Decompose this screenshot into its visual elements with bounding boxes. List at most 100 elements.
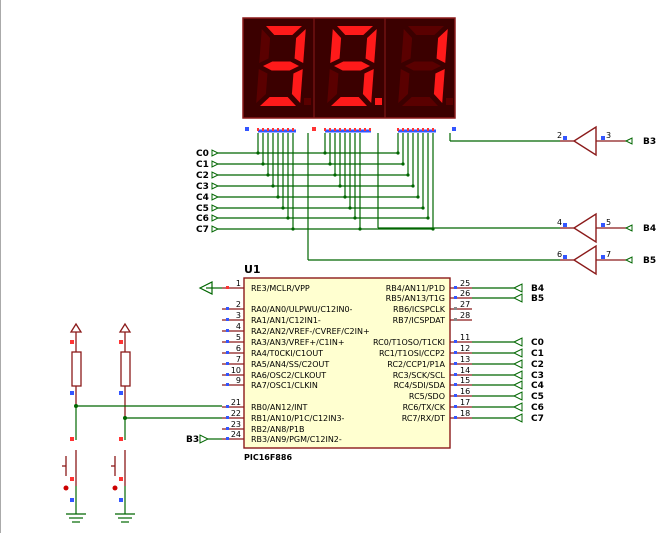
pin-number: 1 — [236, 279, 241, 288]
mcu-pic16f886[interactable]: U1 PIC16F886 1RE3/MCLR/VPP2RA0/AN0/ULPWU… — [186, 263, 544, 462]
pin-number: 18 — [460, 409, 470, 418]
pin-number: 14 — [460, 366, 470, 375]
segment-g — [263, 61, 299, 71]
net-label-b3-mcu: B3 — [186, 435, 199, 445]
buffer-gates: 2 3B3 4 5B4 6 7B5 — [557, 125, 656, 276]
segment-d — [260, 97, 296, 106]
pin-number: 27 — [460, 300, 470, 309]
pin-name: RE3/MCLR/VPP — [251, 284, 310, 293]
pin-name: RB7/ICSPDAT — [393, 316, 446, 325]
net-label-c1-mcu: C1 — [531, 349, 544, 359]
mcu-part: PIC16F886 — [244, 453, 292, 462]
segment-g — [405, 61, 441, 71]
pin-name: RC4/SDI/SDA — [394, 381, 446, 390]
pin-name: RA1/AN1/C12IN1- — [251, 316, 321, 325]
segment-a — [337, 26, 373, 35]
pin-number: 24 — [231, 430, 241, 439]
pin-name: RA0/AN0/ULPWU/C12IN0- — [251, 305, 353, 314]
pin-name: RC1/T1OSI/CCP2 — [379, 349, 445, 358]
segment-f — [259, 29, 271, 63]
pin-number: 4 — [236, 322, 241, 331]
net-label-c7: C7 — [196, 225, 209, 235]
display-wires — [218, 133, 560, 261]
pin-name: RA6/OSC2/CLKOUT — [251, 371, 326, 380]
pin-number: 11 — [460, 333, 470, 342]
digit-2 — [327, 26, 382, 106]
net-label-c1: C1 — [196, 160, 209, 170]
pin-name: RB5/AN13/T1G — [386, 294, 445, 303]
net-label-c0: C0 — [196, 149, 209, 159]
pin-number: 10 — [231, 366, 241, 375]
buffer-in-pin: 4 — [557, 218, 562, 227]
segment-e — [398, 69, 410, 103]
power-terminal-arrow — [118, 322, 132, 333]
pin-name: RB3/AN9/PGM/C12IN2- — [251, 435, 342, 444]
seven-segment-display[interactable] — [242, 17, 456, 133]
pushbutton-terminal — [63, 485, 69, 491]
buffer-out-pin: 3 — [606, 131, 611, 140]
buffer-in-pin: 6 — [557, 250, 562, 259]
segment-c — [362, 69, 374, 103]
net-label-b5: B5 — [643, 256, 656, 266]
pin-name: RA4/T0CKI/C1OUT — [251, 349, 323, 358]
resistor — [120, 351, 131, 387]
pin-number: 9 — [236, 376, 241, 385]
segment-f — [401, 29, 413, 63]
pin-number: 16 — [460, 387, 470, 396]
pin-number: 26 — [460, 289, 470, 298]
pin-name: RA5/AN4/SS/C2OUT — [251, 360, 329, 369]
segment-b — [365, 29, 377, 63]
pin-name: RB0/AN12/INT — [251, 403, 308, 412]
pin-number: 2 — [236, 300, 241, 309]
decimal-point — [375, 98, 382, 105]
buffer-out-pin: 5 — [606, 218, 611, 227]
net-label-b4-mcu: B4 — [531, 284, 544, 294]
button-circuit-2 — [111, 322, 135, 523]
pin-name: RA3/AN3/VREF+/C1IN+ — [251, 338, 345, 347]
decimal-point — [446, 98, 453, 105]
segment-c — [433, 69, 445, 103]
pin-number: 15 — [460, 376, 470, 385]
segment-d — [402, 97, 438, 106]
net-label-c5-mcu: C5 — [531, 392, 544, 402]
net-label-c4: C4 — [196, 193, 209, 203]
buffer-out-pin: 7 — [606, 250, 611, 259]
digit-3 — [398, 26, 453, 106]
pin-name: RB6/ICSPCLK — [393, 305, 446, 314]
pin-number: 7 — [236, 355, 241, 364]
pin-number: 12 — [460, 344, 470, 353]
buffer-in-pin: 2 — [557, 131, 562, 140]
buffer-b3: 2 3B3 — [557, 125, 656, 157]
pin-name: RC7/RX/DT — [402, 414, 445, 423]
segment-a — [408, 26, 444, 35]
pin-number: 17 — [460, 398, 470, 407]
segment-e — [327, 69, 339, 103]
net-label-b4: B4 — [643, 224, 656, 234]
net-label-b3: B3 — [643, 137, 656, 147]
net-label-c6-mcu: C6 — [531, 403, 544, 413]
net-label-c2-mcu: C2 — [531, 360, 544, 370]
net-label-c0-mcu: C0 — [531, 338, 544, 348]
segment-c — [291, 69, 303, 103]
net-label-c4-mcu: C4 — [531, 381, 544, 391]
net-label-c7-mcu: C7 — [531, 414, 544, 424]
